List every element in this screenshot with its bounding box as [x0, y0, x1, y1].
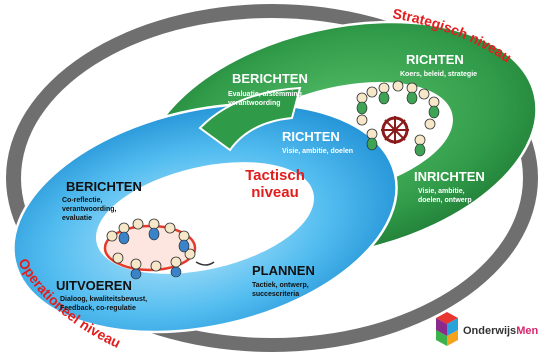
blue-uitvoeren-line1: Dialoog, kwaliteitsbewust, [60, 296, 147, 303]
green-richten-inner-line1: Visie, ambitie, doelen [282, 148, 353, 155]
blue-berichten-line3: evaluatie [62, 215, 92, 222]
people-group-top-bodies [356, 91, 440, 157]
logo-wordmark: OnderwijsMen [463, 325, 538, 337]
tactical-level-label-line2: niveau [251, 184, 299, 201]
blue-uitvoeren-title: UITVOEREN [56, 278, 132, 293]
green-inrichten-line2: doelen, ontwerp [418, 197, 472, 204]
green-berichten-line2: verantwoording [228, 100, 281, 107]
people-group-top-illustration [356, 80, 440, 146]
people-circle-illustration [103, 218, 215, 280]
ship-wheel-illustration [381, 116, 409, 144]
blue-uitvoeren-line2: Feedback, co-regulatie [60, 305, 136, 312]
green-richten-top-line1: Koers, beleid, strategie [400, 71, 477, 78]
cube-logo-icon [436, 312, 458, 346]
blue-berichten-title: BERICHTEN [66, 179, 142, 194]
tactical-level-label-line1: Tactisch [245, 167, 305, 184]
green-richten-top-title: RICHTEN [406, 52, 464, 67]
green-uitvoeren-title-line2: VOEREN [177, 196, 232, 211]
green-berichten-title: BERICHTEN [232, 71, 308, 86]
green-richten-inner-title: RICHTEN [282, 129, 340, 144]
blue-berichten-line2: verantwoording, [62, 206, 117, 213]
blue-plannen-line2: succescriteria [252, 291, 299, 298]
green-berichten-line1: Evaluatie, afstemming, [228, 91, 304, 98]
blue-plannen-title: PLANNEN [252, 263, 315, 278]
green-ring-overlap [198, 86, 302, 152]
green-uitvoeren-line1: Dialoog, kwaliteitsbewust, [189, 220, 276, 227]
green-uitvoeren-line2: feedback, co-regulatie [189, 229, 263, 236]
blue-plannen-line1: Tactiek, ontwerp, [252, 282, 309, 289]
green-inrichten-title: INRICHTEN [414, 169, 485, 184]
blue-berichten-line1: Co-reflectie, [62, 197, 103, 204]
green-inrichten-line1: Visie, ambitie, [418, 188, 465, 195]
green-uitvoeren-title-line1: UIT- [177, 182, 202, 197]
